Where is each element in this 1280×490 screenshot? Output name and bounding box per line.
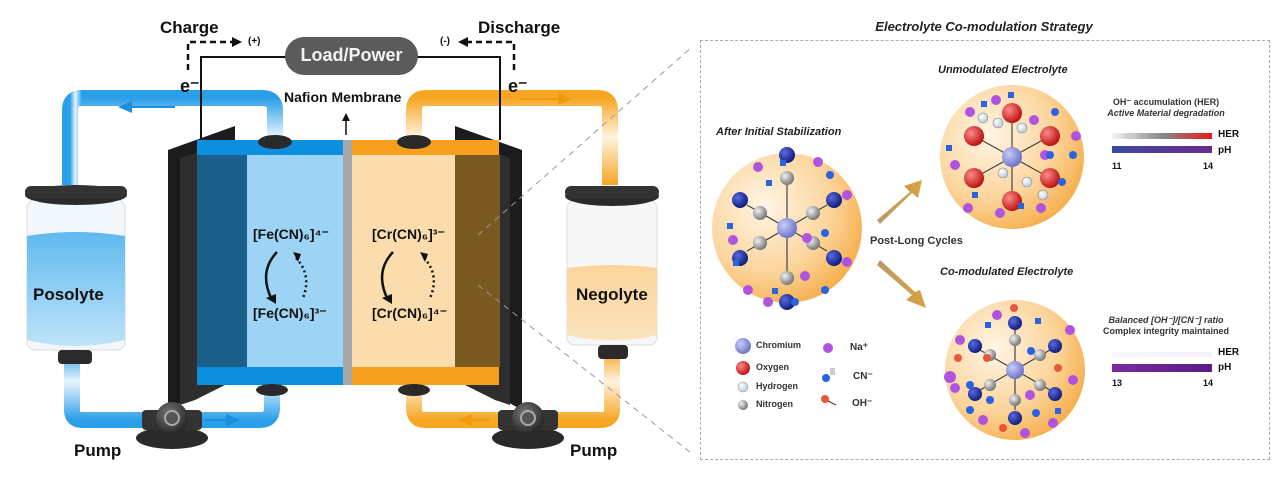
- electrochemical-cell: [168, 126, 522, 410]
- legend-sodium: Na⁺: [850, 342, 869, 353]
- legend-icons: [735, 338, 837, 410]
- flow-arrow-icon: [558, 93, 572, 105]
- sodium-ion-icon: [823, 343, 833, 353]
- pump-left-label: Pump: [74, 441, 122, 460]
- posolyte-tank: [25, 185, 127, 364]
- legend-hydrogen: Hydrogen: [756, 381, 799, 391]
- legend-nitrogen: Nitrogen: [756, 399, 793, 409]
- ph-bar-unmodulated: [1112, 146, 1212, 153]
- discharge-arrow-icon: [458, 37, 468, 47]
- unmodulated-label: Unmodulated Electrolyte: [938, 64, 1068, 76]
- transition-arrows: [877, 180, 926, 308]
- load-power-label: Load/Power: [300, 45, 403, 65]
- negolyte-tank: [565, 186, 659, 359]
- membrane-label: Nafion Membrane: [284, 89, 402, 105]
- chromicyanide-label: [Cr(CN)₆]³⁻: [372, 226, 445, 242]
- strategy-panel: [700, 40, 1270, 460]
- her-label-unmodulated: HER: [1218, 129, 1240, 140]
- charge-label: Charge: [160, 18, 219, 37]
- oxygen-atom-icon: [736, 361, 750, 375]
- cycles-label: Post-Long Cycles: [870, 235, 963, 247]
- load-power-box: [285, 37, 418, 75]
- initial-label: After Initial Stabilization: [716, 126, 842, 138]
- flow-arrow-icon: [226, 414, 240, 426]
- unmodulated-note: OH⁻ accumulation (HER) Active Material d…: [1096, 97, 1236, 119]
- unmodulated-complex-sphere: [940, 85, 1084, 229]
- ph-min-unmodulated: 11: [1112, 161, 1122, 171]
- ph-min-comodulated: 13: [1112, 378, 1123, 388]
- pump-left: [136, 402, 208, 449]
- chromocyanide-label: [Cr(CN)₆]⁴⁻: [372, 305, 448, 321]
- ph-max-comodulated: 14: [1203, 378, 1214, 388]
- hydrogen-atom-icon: [737, 381, 749, 393]
- unmodulated-note-line1: OH⁻ accumulation (HER): [1112, 97, 1220, 107]
- flow-arrow-icon: [118, 101, 132, 113]
- strategy-title: Electrolyte Co-modulation Strategy: [875, 19, 1093, 34]
- initial-complex-sphere: [712, 147, 862, 310]
- negolyte-tubing: [406, 90, 620, 428]
- flow-battery-diagram: [25, 37, 690, 453]
- charge-polarity: (+): [248, 36, 261, 47]
- membrane-arrow-icon: [342, 113, 350, 121]
- ph-max-unmodulated: 14: [1203, 161, 1214, 171]
- electron-label-right: e⁻: [508, 76, 528, 96]
- legend-hydroxide: OH⁻: [852, 398, 873, 409]
- ferrocyanide-label: [Fe(CN)₆]⁴⁻: [253, 226, 329, 242]
- callout-line: [477, 284, 690, 453]
- comodulated-note-line2: Complex integrity maintained: [1102, 326, 1230, 336]
- charge-arrow-icon: [232, 37, 242, 47]
- cyanide-ion-icon: [822, 374, 830, 382]
- pump-right-label: Pump: [570, 441, 618, 460]
- negolyte-label: Negolyte: [576, 285, 648, 304]
- ferricyanide-label: [Fe(CN)₆]³⁻: [253, 305, 327, 321]
- electron-label-left: e⁻: [180, 76, 200, 96]
- legend-oxygen: Oxygen: [756, 362, 790, 372]
- pump-right: [492, 402, 564, 449]
- discharge-label: Discharge: [478, 18, 561, 37]
- unmodulated-indicators: [1112, 133, 1212, 153]
- her-bar-comodulated: [1112, 352, 1212, 357]
- comodulated-indicators: [1112, 352, 1212, 372]
- comodulated-label: Co-modulated Electrolyte: [940, 266, 1074, 278]
- external-circuit: [186, 37, 516, 140]
- unmodulated-note-line2: Active Material degradation: [1107, 108, 1225, 118]
- comodulated-note: Balanced [OH⁻]/[CN⁻] ratio Complex integ…: [1096, 315, 1236, 337]
- chromium-atom-icon: [735, 338, 751, 354]
- nitrogen-atom-icon: [738, 400, 748, 410]
- her-bar-unmodulated: [1112, 133, 1212, 139]
- legend-chromium: Chromium: [756, 340, 801, 350]
- callout-line: [477, 48, 690, 236]
- flow-arrow-icon: [458, 414, 472, 426]
- comodulated-note-line1: Balanced [OH⁻]/[CN⁻] ratio: [1108, 315, 1224, 325]
- posolyte-label: Posolyte: [33, 285, 104, 304]
- ph-bar-comodulated: [1112, 364, 1212, 372]
- ph-label-unmodulated: pH: [1218, 145, 1232, 156]
- comodulated-complex-sphere: [944, 300, 1085, 440]
- her-label-comodulated: HER: [1218, 347, 1240, 358]
- nafion-membrane: [343, 140, 352, 385]
- hydroxide-ion-icon: [821, 395, 829, 403]
- legend-cyanide: CN⁻: [853, 371, 873, 382]
- ph-label-comodulated: pH: [1218, 362, 1232, 373]
- discharge-polarity: (-): [440, 36, 450, 47]
- molecular-panel: [712, 85, 1212, 440]
